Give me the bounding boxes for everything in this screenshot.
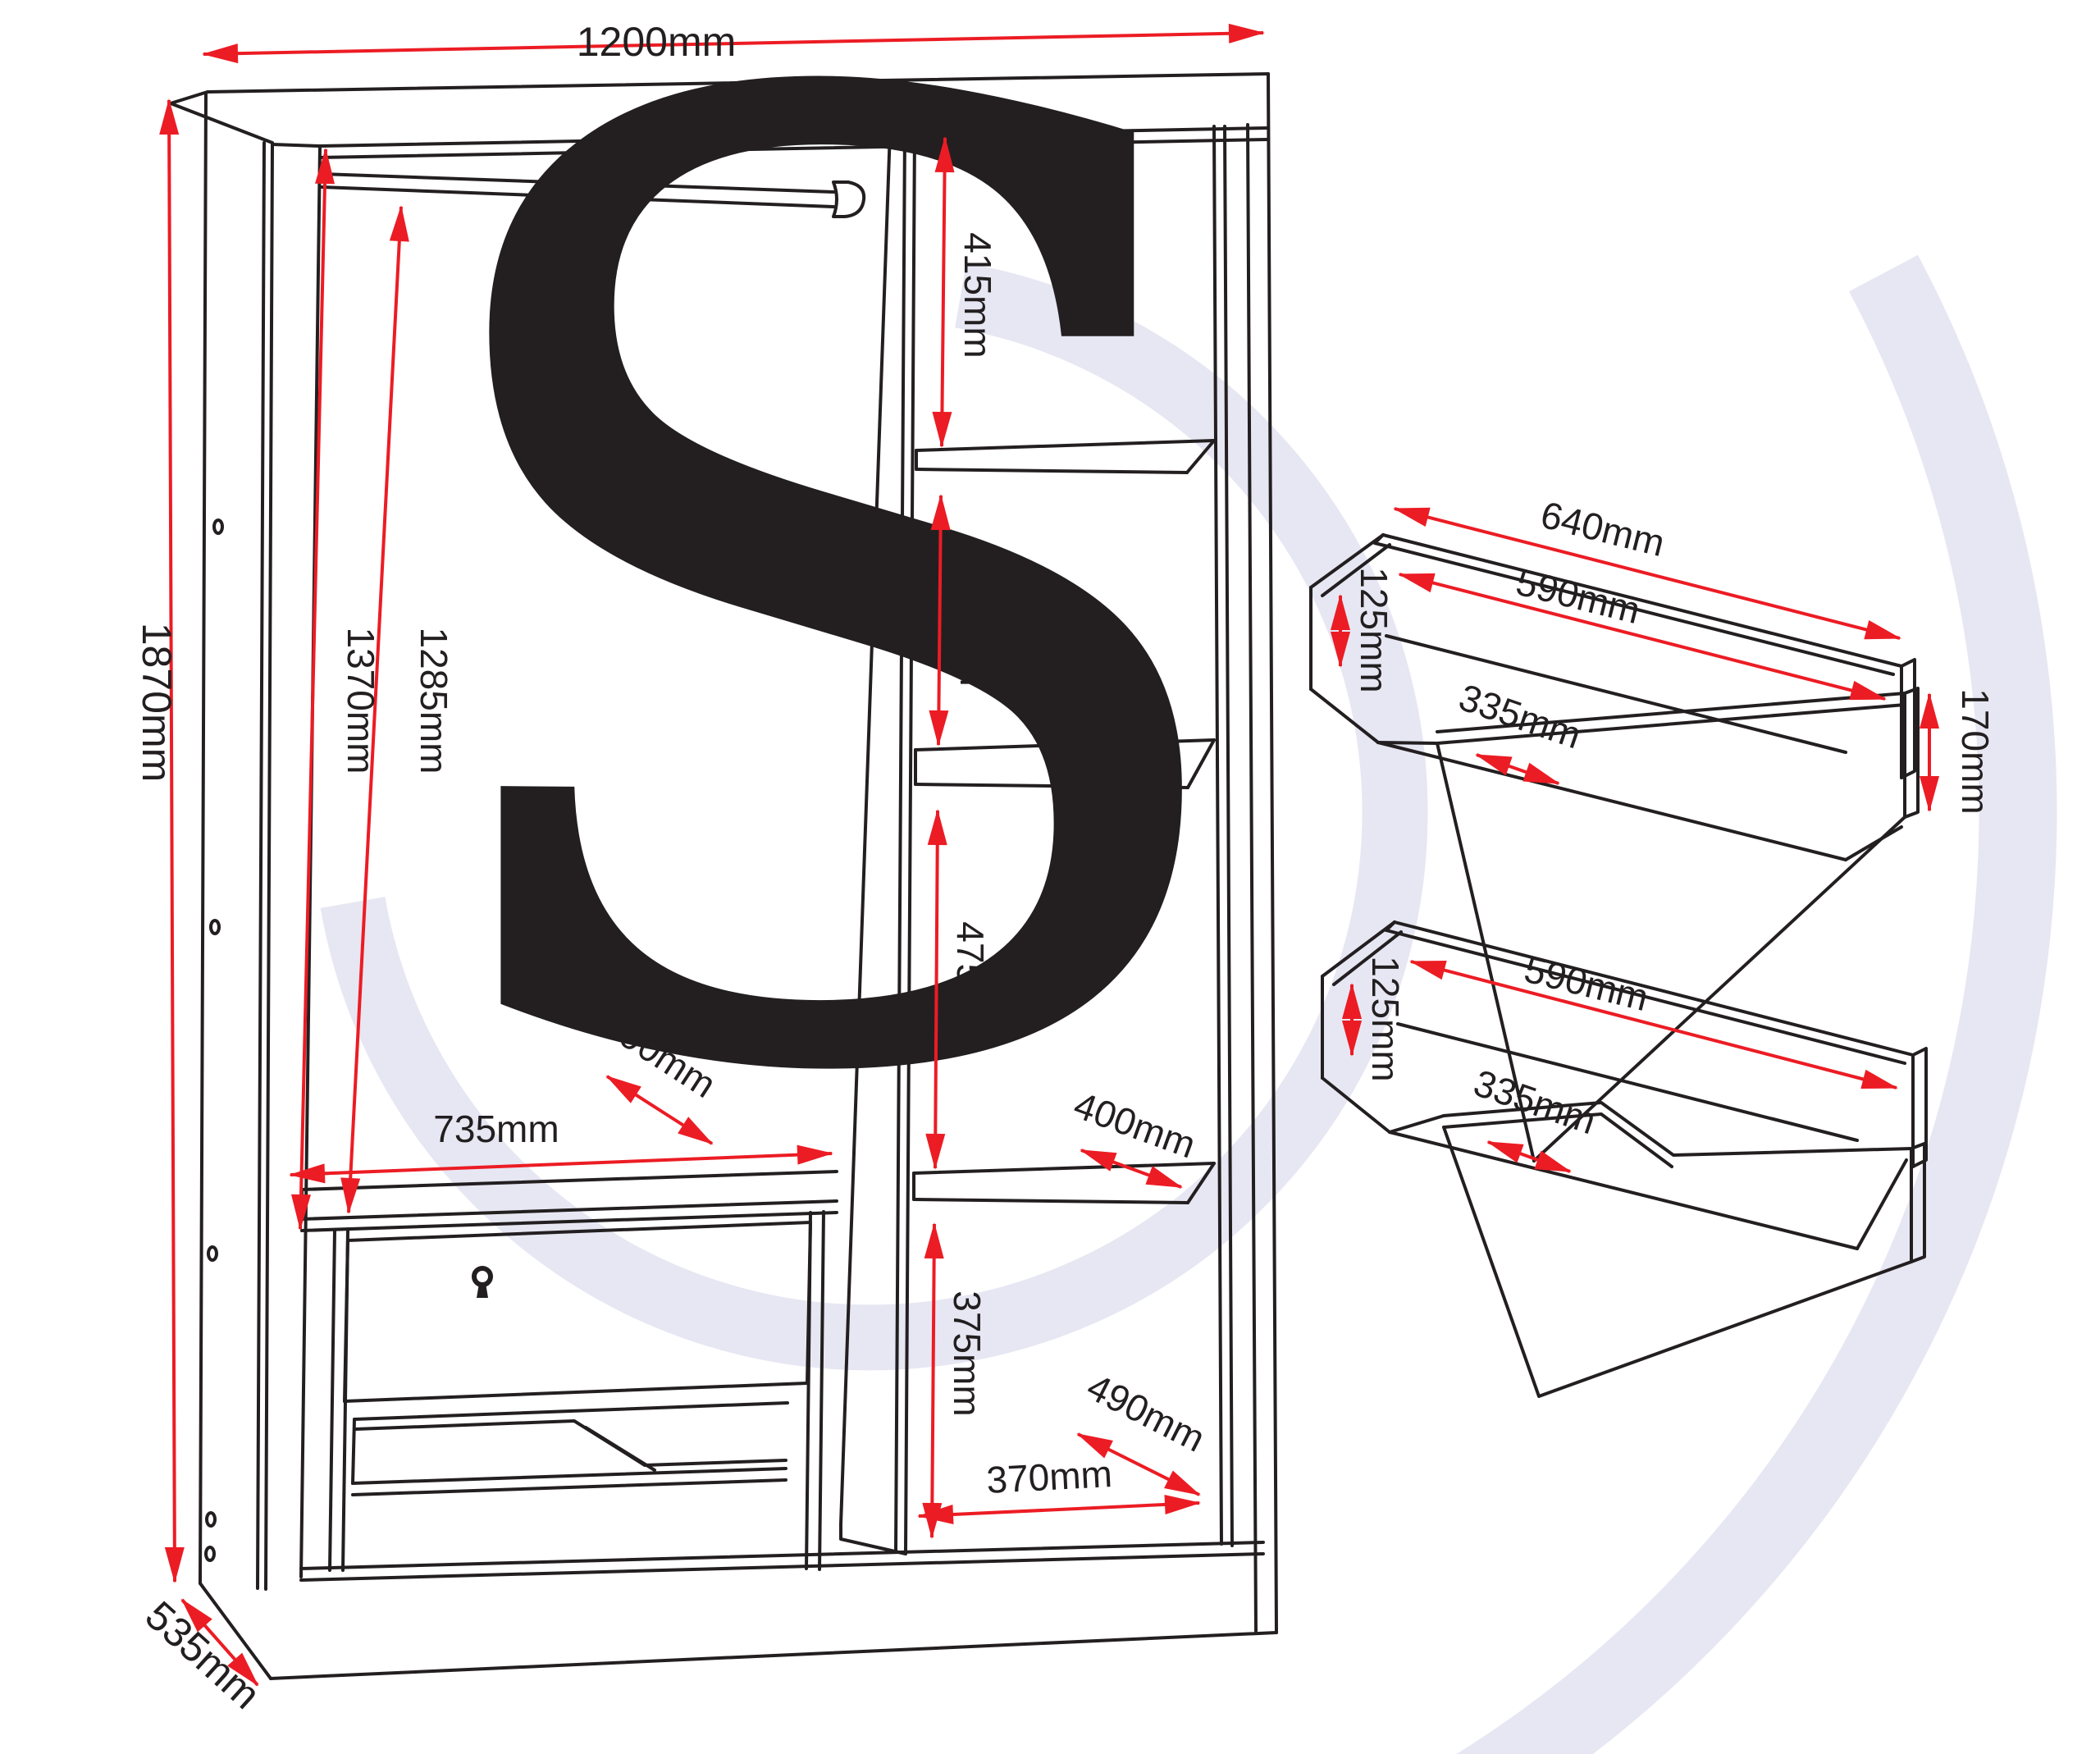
- watermark-swoosh-inner: [320, 263, 1428, 1371]
- label-compartment-2: 425mm: [952, 560, 995, 686]
- keyhole-icon: [472, 1266, 493, 1298]
- label-compartment-3: 475mm: [949, 921, 992, 1047]
- dim-overall-depth: [180, 1598, 259, 1687]
- label-drawer2-inner-depth: 335mm: [1468, 1061, 1601, 1142]
- shelf-pin-hole: [207, 1245, 218, 1262]
- label-drawer1-side-height: 125mm: [1353, 567, 1395, 692]
- rail-end-bracket: [832, 180, 866, 218]
- watermark-s-letter: S: [379, 0, 1278, 1360]
- shelf-pin-hole: [212, 518, 224, 535]
- dim-hanging-height-b: [340, 205, 409, 1214]
- watermark-swoosh-outer: [1456, 254, 2057, 1754]
- shelf-pin-hole: [205, 1511, 217, 1528]
- label-drawer1-front-height: 170mm: [1954, 688, 1997, 814]
- internal-drawer-box: [351, 1401, 789, 1496]
- label-overall-width: 1200mm: [577, 19, 737, 65]
- label-hanging-height-a: 1370mm: [340, 628, 382, 774]
- dim-drawer1-inner-width: [1398, 573, 1887, 701]
- dim-drawer2-inner-width: [1409, 960, 1898, 1089]
- dim-compartment-1: [932, 136, 955, 448]
- shelf-2: [914, 738, 1216, 789]
- drawer-unit: [300, 1170, 838, 1572]
- dim-floor-depth: [1076, 1432, 1201, 1496]
- label-opening-width: 735mm: [433, 1108, 559, 1150]
- label-overall-depth: 535mm: [137, 1592, 269, 1718]
- label-drawer2-side-height: 125mm: [1364, 956, 1407, 1081]
- label-hanging-height-b: 1285mm: [413, 628, 455, 774]
- dim-floor-width: [917, 1494, 1201, 1525]
- dim-compartment-4: [922, 1222, 944, 1539]
- dim-left-depth: [605, 1075, 714, 1145]
- label-drawer1-inner-depth: 335mm: [1454, 675, 1586, 756]
- center-divider-panel: [839, 130, 916, 1555]
- wardrobe-left-side-panel: [199, 92, 274, 1591]
- label-compartment-4: 375mm: [946, 1290, 988, 1416]
- label-compartment-1: 415mm: [956, 232, 999, 358]
- label-drawer1-width: 640mm: [1536, 493, 1669, 565]
- dim-hanging-height-a: [290, 148, 336, 1231]
- dim-overall-height: [159, 98, 185, 1583]
- label-floor-width: 370mm: [985, 1452, 1113, 1501]
- shelf-pin-hole: [204, 1546, 216, 1562]
- dim-shelf-depth: [1080, 1149, 1183, 1189]
- watermark: S: [320, 0, 2057, 1754]
- scalloped-front-edge: [1442, 1101, 1913, 1157]
- label-overall-height: 1870mm: [134, 623, 180, 783]
- dim-drawer2-inner-depth: [1486, 1140, 1572, 1173]
- dim-opening-width: [289, 1144, 833, 1184]
- hanging-rail: [320, 172, 866, 218]
- wardrobe-right-side: [1212, 72, 1278, 1634]
- shelf-1: [915, 439, 1216, 474]
- shelf-pin-hole: [209, 919, 221, 935]
- dim-overall-width: [202, 23, 1265, 64]
- dim-compartment-3: [925, 809, 947, 1170]
- dim-drawer1-inner-depth: [1475, 753, 1560, 785]
- dim-compartment-2: [929, 494, 951, 747]
